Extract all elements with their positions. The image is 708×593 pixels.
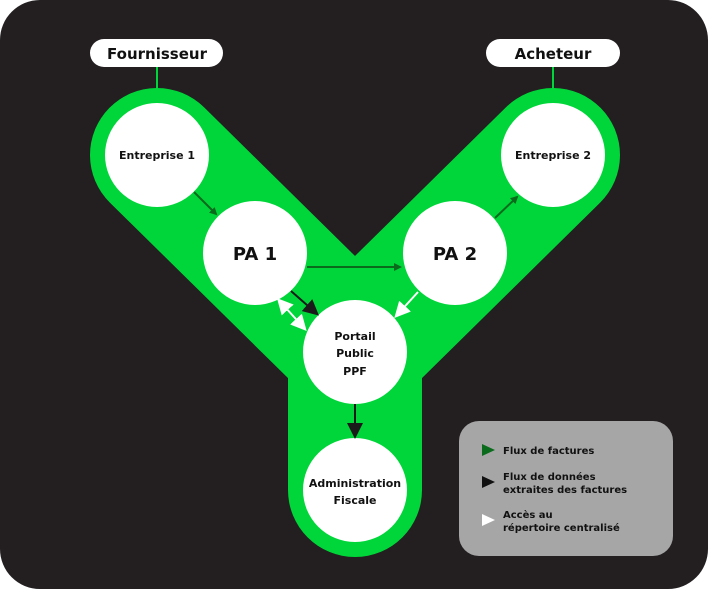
arrow-e1-pa1 bbox=[193, 191, 218, 216]
node-administration bbox=[303, 438, 407, 542]
arrow-pa1-ppf-directory bbox=[276, 298, 307, 331]
legend-directory-1: Accès au bbox=[503, 509, 553, 521]
ppf-label-3: PPF bbox=[343, 365, 367, 378]
legend-invoice-flow: Flux de factures bbox=[503, 446, 594, 457]
admin-label-1: Administration bbox=[309, 477, 401, 490]
ppf-label-2: Public bbox=[336, 347, 374, 360]
ppf-label-1: Portail bbox=[334, 330, 375, 343]
node-pa-1 bbox=[203, 201, 307, 305]
node-entreprise-2 bbox=[501, 103, 605, 207]
black-triangle-icon bbox=[482, 476, 495, 488]
node-ppf bbox=[303, 300, 407, 404]
pa-1-label: PA 1 bbox=[233, 244, 277, 265]
svg-text:Acheteur: Acheteur bbox=[515, 45, 592, 63]
node-pa-2 bbox=[403, 201, 507, 305]
node-entreprise-1 bbox=[105, 103, 209, 207]
green-triangle-icon bbox=[482, 444, 495, 456]
arrow-pa2-ppf-directory bbox=[394, 291, 419, 318]
legend-data-flow-1: Flux de données bbox=[503, 471, 596, 483]
admin-label-2: Fiscale bbox=[333, 494, 376, 507]
legend-directory-2: répertoire centralisé bbox=[503, 522, 620, 534]
svg-text:Fournisseur: Fournisseur bbox=[107, 45, 208, 63]
entreprise-1-label: Entreprise 1 bbox=[119, 149, 195, 162]
arrow-pa2-e2 bbox=[494, 195, 519, 219]
entreprise-2-label: Entreprise 2 bbox=[515, 149, 591, 162]
legend: Flux de factures Flux de données extrait… bbox=[459, 421, 673, 556]
supplier-label: Fournisseur bbox=[90, 39, 223, 67]
legend-data-flow-2: extraites des factures bbox=[503, 485, 627, 496]
buyer-label: Acheteur bbox=[486, 39, 620, 67]
white-triangle-icon bbox=[482, 514, 495, 526]
pa-2-label: PA 2 bbox=[433, 244, 477, 265]
